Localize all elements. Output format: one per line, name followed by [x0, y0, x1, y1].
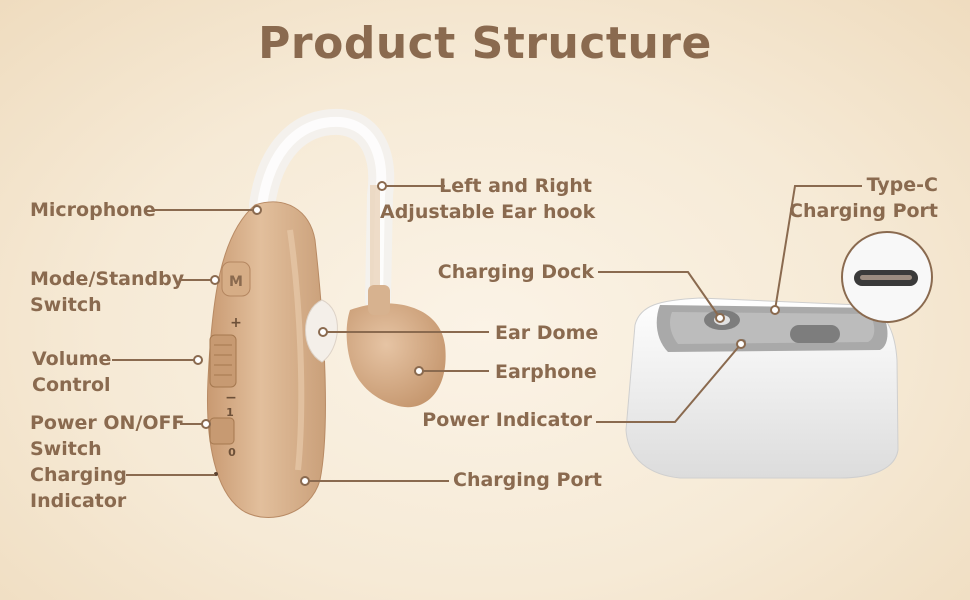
label-ear-dome: Ear Dome [495, 322, 599, 344]
hearing-aid-body: M + − 1 0 [207, 201, 326, 518]
label-earphone: Earphone [495, 361, 597, 383]
label-power-indicator: Power Indicator [422, 409, 592, 431]
label-microphone: Microphone [30, 199, 156, 221]
mode-button-marking: M [229, 274, 243, 290]
label-mode-standby-switch: Mode/Standby Switch [30, 268, 185, 316]
label-charging-indicator: Charging Indicator [30, 464, 127, 512]
earphone [346, 285, 446, 408]
svg-text:0: 0 [228, 446, 236, 459]
svg-text:−: − [225, 390, 237, 406]
leader-dots [193, 181, 780, 486]
charging-dock [625, 297, 899, 479]
ear-hook [249, 108, 395, 313]
label-typec-charging-port: Type-C Charging Port [789, 174, 938, 222]
leader-lines [112, 185, 862, 482]
typec-port-closeup [841, 231, 933, 323]
label-charging-dock: Charging Dock [437, 261, 594, 283]
svg-text:1: 1 [226, 406, 234, 419]
page-title: Product Structure [258, 18, 712, 69]
label-power-switch: Power ON/OFF Switch [30, 412, 185, 460]
label-charging-port: Charging Port [453, 469, 602, 491]
svg-text:+: + [230, 315, 242, 331]
label-ear-hook: Left and Right Adjustable Ear hook [380, 175, 596, 223]
label-volume-control: Volume Control [32, 348, 112, 396]
